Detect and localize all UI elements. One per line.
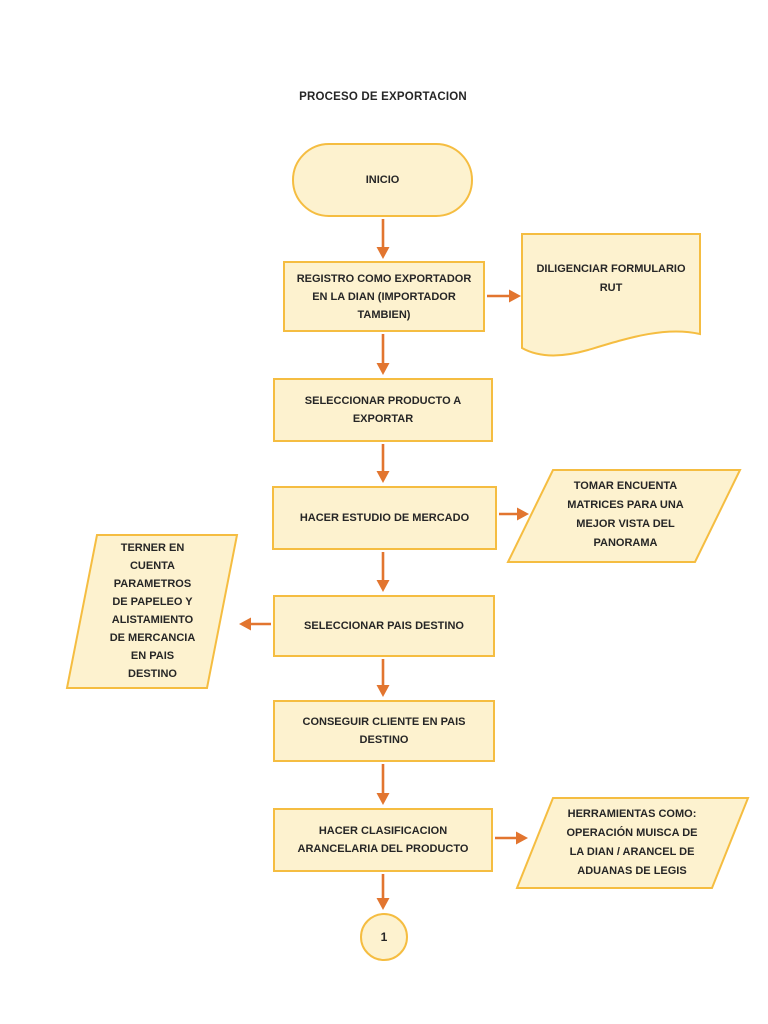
flow-node-label-line: ARANCELARIA DEL PRODUCTO: [297, 843, 469, 855]
flow-node-clasificacion: HACER CLASIFICACION ARANCELARIA DEL PROD…: [273, 808, 493, 872]
flow-node-label-line: DE MERCANCIA: [109, 632, 196, 644]
flow-node-label-line: TERNER EN: [120, 542, 185, 554]
arrowhead-registro-diligenciar: [509, 289, 521, 303]
arrowhead-estudio-pais: [376, 580, 390, 592]
flow-node-label-line: HACER ESTUDIO DE MERCADO: [299, 512, 470, 524]
flow-arrows: [239, 219, 529, 910]
flow-node-tomar-label: TOMAR ENCUENTA MATRICES PARA UNA MEJOR V…: [548, 469, 703, 561]
arrowhead-conseguir-clasificacion: [376, 793, 390, 805]
flow-node-inicio: INICIO: [292, 143, 473, 217]
flow-node-label-line: PANORAMA: [593, 537, 658, 549]
flow-node-label-line: HERRAMIENTAS COMO:: [567, 808, 697, 820]
flow-node-label: INICIO: [365, 174, 400, 186]
arrowhead-inicio-registro: [376, 247, 390, 259]
arrowhead-clasificacion-connector: [376, 898, 390, 910]
parallelogram-terner: [65, 534, 239, 689]
flow-node-label-line: DILIGENCIAR FORMULARIO: [536, 263, 686, 275]
flow-node-label-line: SELECCIONAR PAIS DESTINO: [304, 620, 464, 632]
flow-node-label-line: ALISTAMIENTO: [111, 614, 194, 626]
flow-node-label-line: EXPORTAR: [352, 413, 414, 425]
flow-node-label-line: EN PAIS: [130, 650, 175, 662]
flow-node-label-line: SELECCIONAR PRODUCTO A: [304, 395, 462, 407]
arrowhead-producto-estudio: [376, 471, 390, 483]
arrowhead-pais-conseguir: [376, 685, 390, 697]
flow-node-label-line: MATRICES PARA UNA: [567, 499, 684, 511]
flow-node-label-line: EN LA DIAN (IMPORTADOR: [312, 290, 456, 303]
flow-node-label-line: DESTINO: [128, 668, 177, 680]
flow-node-herramientas-label: HERRAMIENTAS COMO: OPERACIÓN MUISCA DE L…: [542, 802, 722, 884]
flow-node-label-line: TOMAR ENCUENTA: [573, 480, 678, 492]
document-shape: [521, 233, 701, 357]
flow-node-conseguir: CONSEGUIR CLIENTE EN PAIS DESTINO: [273, 700, 495, 762]
flow-node-label-line: LA DIAN / ARANCEL DE: [569, 846, 695, 858]
arrowhead-clasificacion-herramientas: [516, 831, 528, 845]
flow-node-producto: SELECCIONAR PRODUCTO A EXPORTAR: [273, 378, 493, 442]
flow-node-label-line: DESTINO: [359, 734, 409, 746]
arrowhead-pais-terner: [239, 617, 251, 631]
flow-node-label: 1: [380, 930, 388, 944]
flow-node-estudio: HACER ESTUDIO DE MERCADO: [272, 486, 497, 550]
parallelogram-herramientas: [515, 797, 750, 889]
flow-node-label-line: PARAMETROS: [113, 578, 192, 590]
flow-node-label-line: TAMBIEN): [357, 308, 411, 321]
flow-node-registro: REGISTRO COMO EXPORTADOR EN LA DIAN (IMP…: [283, 261, 485, 332]
flow-node-label-line: OPERACIÓN MUISCA DE: [566, 827, 698, 839]
flow-node-connector-1: 1: [360, 913, 408, 961]
flow-node-pais: SELECCIONAR PAIS DESTINO: [273, 595, 495, 657]
flow-node-label-line: ADUANAS DE LEGIS: [577, 865, 687, 877]
flow-node-label-line: REGISTRO COMO EXPORTADOR: [296, 272, 472, 285]
flow-node-label-line: CONSEGUIR CLIENTE EN PAIS: [302, 716, 466, 728]
flow-node-diligenciar-label: DILIGENCIAR FORMULARIO RUT: [525, 250, 697, 308]
flow-node-label-line: CUENTA: [129, 560, 175, 572]
flow-node-label-line: RUT: [599, 282, 623, 294]
arrowhead-estudio-tomar: [517, 507, 529, 521]
parallelogram-tomar: [506, 469, 742, 563]
flow-node-label-line: HACER CLASIFICACION: [318, 825, 448, 837]
flow-node-label-line: DE PAPELEO Y: [112, 596, 193, 608]
flow-node-terner-label: TERNER EN CUENTA PARAMETROS DE PAPELEO Y…: [80, 536, 225, 686]
arrowhead-registro-producto: [376, 363, 390, 375]
page-title: PROCESO DE EXPORTACION: [299, 91, 467, 103]
flow-node-label-line: MEJOR VISTA DEL: [576, 518, 675, 530]
